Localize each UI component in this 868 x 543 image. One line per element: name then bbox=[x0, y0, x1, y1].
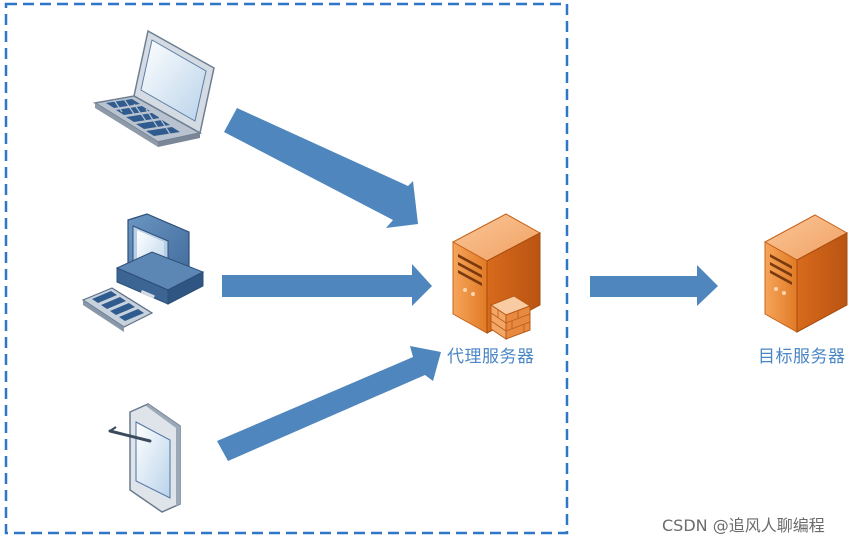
arrow-tablet-to-proxy bbox=[217, 346, 441, 461]
arrow-proxy-to-target bbox=[590, 265, 718, 306]
desktop-computer-icon bbox=[81, 213, 205, 332]
firewall-icon bbox=[489, 295, 532, 340]
watermark: CSDN @追风人聊编程 bbox=[662, 516, 825, 535]
arrow-desktop-to-proxy bbox=[222, 264, 432, 306]
laptop-icon bbox=[92, 29, 215, 147]
target-server-label: 目标服务器 bbox=[758, 347, 846, 367]
proxy-server-label: 代理服务器 bbox=[447, 347, 535, 367]
tablet-pen-icon bbox=[108, 403, 181, 513]
target-server-icon bbox=[763, 214, 849, 333]
arrow-laptop-to-proxy bbox=[224, 108, 418, 228]
proxy-server-icon bbox=[451, 213, 542, 340]
proxy-zone-border bbox=[4, 2, 569, 535]
